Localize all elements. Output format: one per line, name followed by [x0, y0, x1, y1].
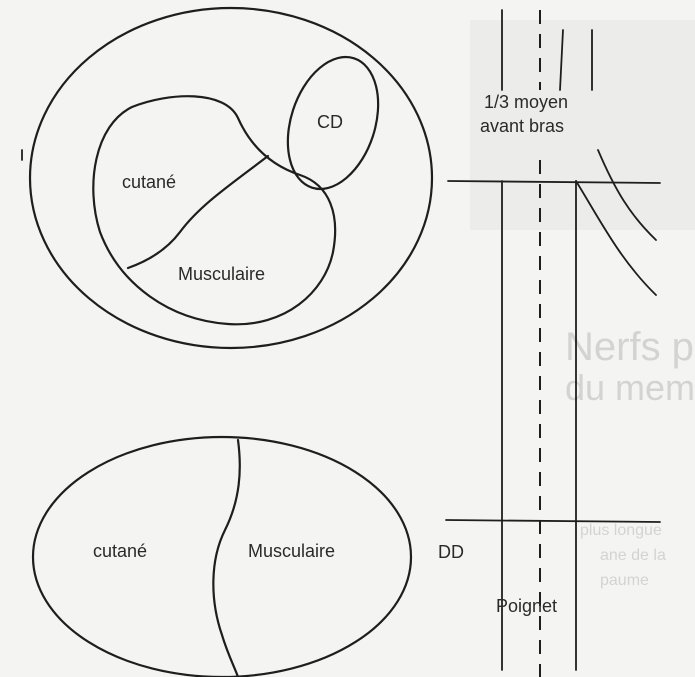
bleed-para-2: ane de la [600, 547, 666, 564]
top-main-fascicle [93, 96, 335, 324]
top-cd-label: CD [317, 112, 343, 132]
bleed-heading-1: Nerfs pér [565, 325, 695, 369]
bottom-cutane-label: cutané [93, 541, 147, 561]
bleed-para-3: paume [600, 572, 649, 589]
lower-level-line [446, 520, 660, 522]
top-cutane-label: cutané [122, 172, 176, 192]
bottom-musculaire-label: Musculaire [248, 541, 335, 561]
bleed-para-1: plus longue [580, 522, 662, 539]
bottom-divider [213, 440, 239, 677]
top-musculaire-label: Musculaire [178, 264, 265, 284]
bottom-outer-ellipse [33, 437, 411, 677]
tier-label-line1: 1/3 moyen [484, 92, 568, 112]
poignet-label: Poignet [496, 596, 557, 616]
tier-label-line2: avant bras [480, 116, 564, 136]
dd-label: DD [438, 542, 464, 562]
bleed-heading-2: du membre [565, 367, 695, 408]
top-outer-circle [30, 8, 432, 348]
